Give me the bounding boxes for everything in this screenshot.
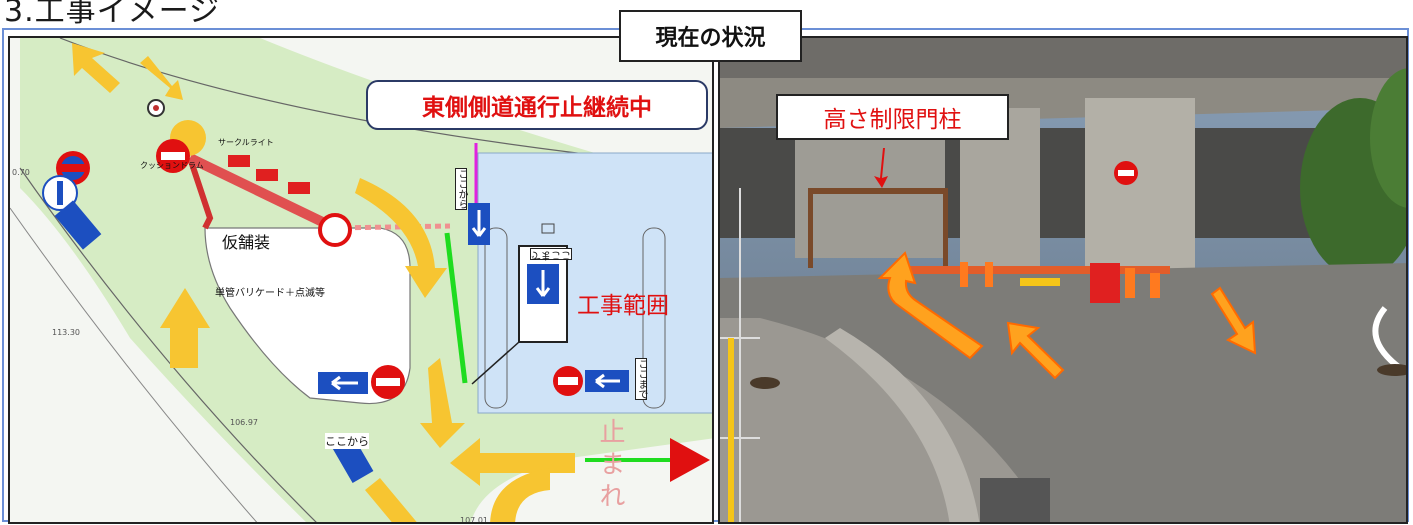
- current-status-label: 現在の状況: [619, 10, 802, 62]
- traffic-flow-arrows: [72, 43, 575, 522]
- temporary-pavement-label: 仮舗装: [222, 233, 271, 252]
- no-entry-sign-icon: [553, 366, 583, 396]
- down-arrow-sign-icon: [468, 203, 490, 245]
- photo-svg: [720, 38, 1406, 522]
- site-photo: [718, 36, 1408, 524]
- diagonal-arrow-sign-icon: [54, 200, 102, 250]
- left-arrow-sign-icon: [318, 372, 368, 394]
- plan-drawing: サークルライト クッションドラム 仮舗装 単管バリケード＋点滅等 ここから ここ…: [8, 36, 714, 524]
- circle-light-label: サークルライト: [218, 138, 274, 147]
- elevation: 0.70: [12, 168, 30, 177]
- elevation: 107.01: [460, 516, 488, 524]
- construction-area-label: 工事範囲: [577, 293, 669, 319]
- drain-grate: [980, 478, 1050, 522]
- barricade-label: 単管バリケード＋点滅等: [215, 288, 325, 299]
- left-arrow-sign-icon: [585, 370, 629, 392]
- no-entry-sign-icon: [156, 139, 190, 173]
- page-title: 3.工事イメージ: [4, 0, 221, 29]
- height-limit-label: 高さ制限門柱: [776, 94, 1009, 140]
- no-entry-sign-icon: [371, 365, 405, 399]
- closure-callout: 東側側道通行止継続中: [366, 80, 708, 130]
- no-parking-sign-icon: [42, 151, 90, 211]
- pillar: [1085, 98, 1195, 288]
- stop-sign-icon: [670, 438, 710, 482]
- stop-marking: 止まれ: [595, 418, 625, 514]
- barricade-line: [187, 157, 214, 230]
- elevation: 106.97: [230, 418, 258, 427]
- speed-limit-sign-icon: [318, 213, 352, 247]
- barricade-line: [187, 153, 338, 233]
- barricades: [910, 262, 1170, 303]
- to-here-label: ここまで: [530, 248, 572, 260]
- height-limit-gate: [808, 188, 948, 194]
- curb-line: [10, 207, 258, 522]
- elevation: 113.30: [52, 328, 80, 337]
- construction-zone: [478, 153, 712, 413]
- from-here-vertical: ここから: [455, 168, 467, 210]
- plan-svg: [10, 38, 712, 522]
- traffic-island: [204, 227, 411, 405]
- traffic-flow-arrows: [877, 251, 1257, 380]
- to-here-vertical: ここまで: [635, 358, 647, 400]
- from-here-label: ここから: [325, 433, 369, 449]
- curb-line: [19, 167, 317, 522]
- down-arrow-sign-icon: [471, 245, 568, 385]
- cushion-drum-label: クッションドラム: [140, 161, 204, 170]
